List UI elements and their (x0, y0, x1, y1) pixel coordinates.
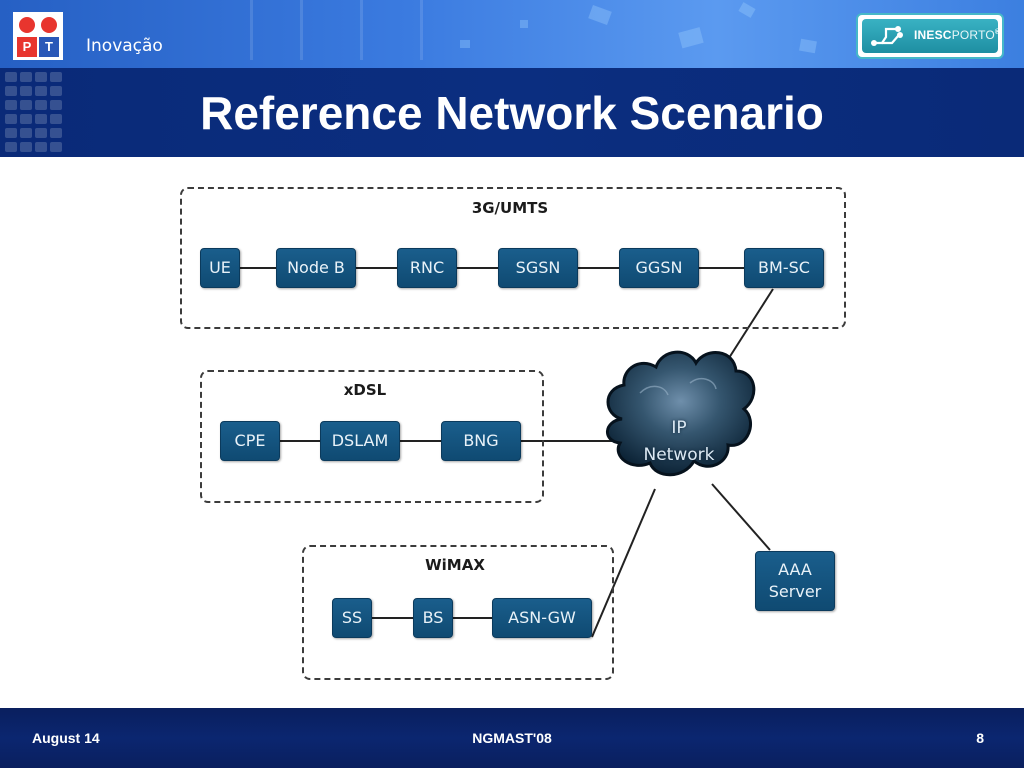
slide-header: P T Inovação INESCPORTO® Reference Netwo… (0, 0, 1024, 157)
node-cpe: CPE (220, 421, 280, 461)
inesc-logo-text-light: PORTO (951, 28, 995, 42)
node-ss: SS (332, 598, 372, 638)
group-wimax (302, 545, 614, 680)
group-3g-umts (180, 187, 846, 329)
link-ipnetwork-aaa (711, 483, 771, 551)
node-bs: BS (413, 598, 453, 638)
node-sgsn: SGSN (498, 248, 578, 288)
ip-network-label-line1: IP (671, 418, 687, 438)
ip-network-label: IP Network (612, 415, 746, 469)
inesc-logo-text: INESCPORTO® (914, 28, 1000, 42)
inesc-porto-logo: INESCPORTO® (856, 13, 1004, 59)
pt-logo-letter-p: P (17, 37, 37, 57)
aaa-server-label-line2: Server (768, 582, 822, 601)
brand-name: Inovação (86, 36, 163, 56)
ip-network-label-line2: Network (643, 445, 715, 465)
node-ue: UE (200, 248, 240, 288)
slide-footer: August 14 NGMAST'08 8 (0, 708, 1024, 768)
header-title-band (0, 68, 1024, 157)
pt-logo-dot-left (17, 15, 37, 35)
registered-mark: ® (994, 29, 1001, 36)
inesc-logo-text-bold: INESC (914, 28, 952, 42)
node-bm-sc: BM-SC (744, 248, 824, 288)
page-title: Reference Network Scenario (200, 87, 824, 139)
node-node-b: Node B (276, 248, 356, 288)
node-rnc: RNC (397, 248, 457, 288)
footer-date: August 14 (32, 730, 100, 746)
footer-event: NGMAST'08 (472, 730, 552, 746)
group-label-3g-umts: 3G/UMTS (471, 199, 549, 217)
header-top-strip (0, 0, 1024, 68)
pt-logo: P T (13, 12, 63, 60)
network-diagram: 3G/UMTS UE Node B RNC SGSN GGSN BM-SC xD… (0, 157, 1024, 707)
aaa-server-label-line1: AAA (778, 560, 812, 579)
node-dslam: DSLAM (320, 421, 400, 461)
node-asn-gw: ASN-GW (492, 598, 592, 638)
circuit-icon (871, 26, 903, 46)
node-aaa-server: AAA Server (755, 551, 835, 611)
footer-page-number: 8 (976, 730, 984, 746)
pt-logo-letter-t: T (39, 37, 59, 57)
inesc-logo-panel: INESCPORTO® (862, 19, 1000, 53)
node-bng: BNG (441, 421, 521, 461)
node-ggsn: GGSN (619, 248, 699, 288)
group-label-wimax: WiMAX (425, 556, 485, 574)
pt-logo-dot-right (39, 15, 59, 35)
group-xdsl (200, 370, 544, 503)
group-label-xdsl: xDSL (343, 381, 387, 399)
